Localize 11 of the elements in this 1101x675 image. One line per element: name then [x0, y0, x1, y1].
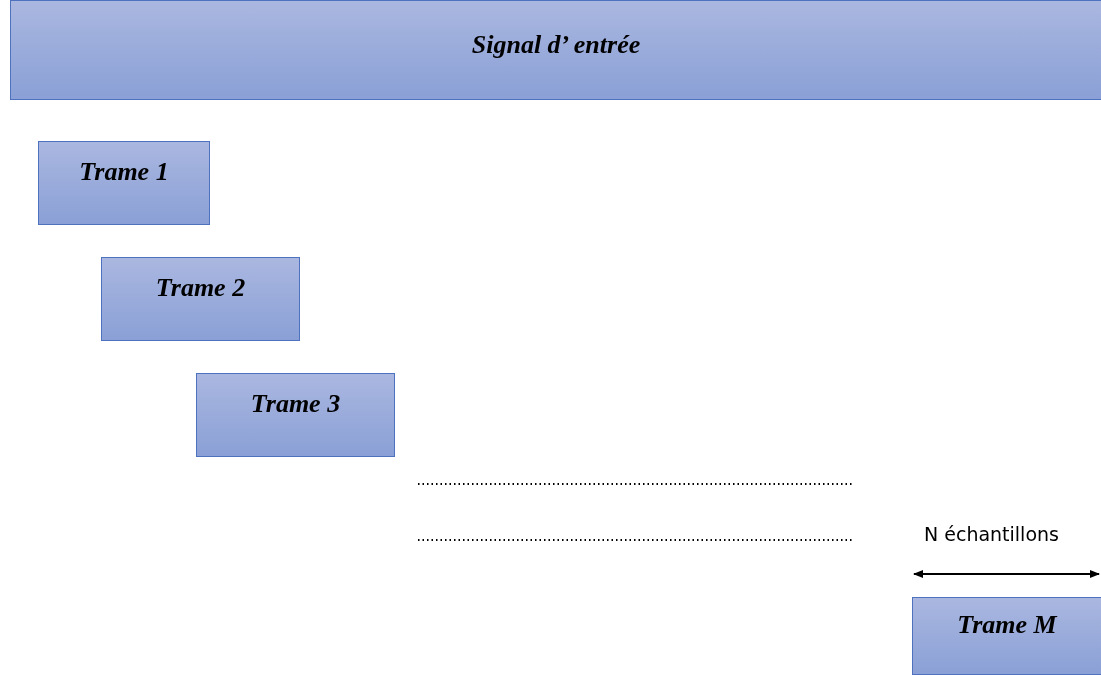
frame-label: Trame 3 [250, 389, 341, 419]
frame-label: Trame M [957, 610, 1057, 640]
frame-label: Signal d’ entrée [471, 30, 641, 60]
dimension-label: N échantillons [924, 523, 1059, 545]
signal-band [10, 0, 1101, 100]
frame-box [912, 597, 1101, 675]
frame-label: Trame 2 [155, 273, 246, 303]
frame-box [38, 141, 210, 225]
frame-box [196, 373, 395, 457]
frame-label: Trame 1 [79, 157, 169, 187]
frame-box [101, 257, 300, 341]
